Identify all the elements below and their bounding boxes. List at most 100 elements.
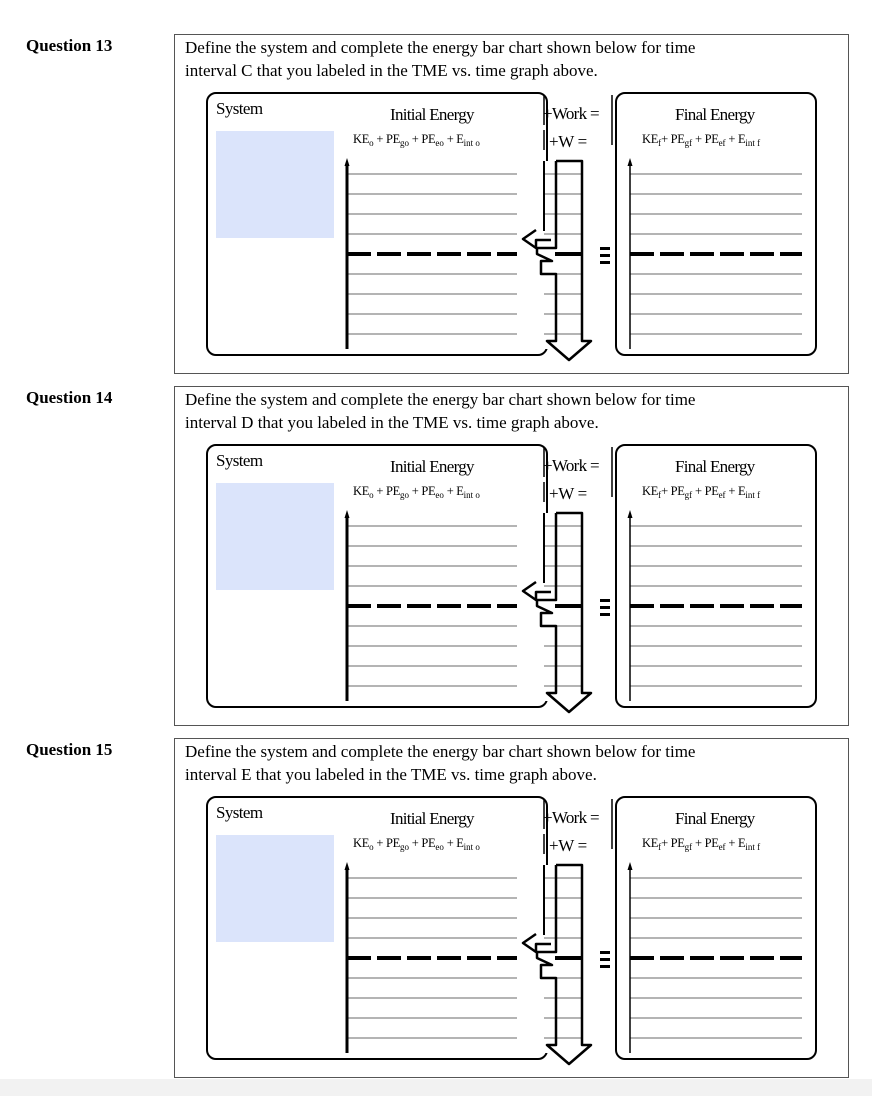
term-pe-g: PE: [385, 836, 400, 850]
equals-sign-icon: [600, 951, 610, 968]
system-input-area[interactable]: [216, 835, 334, 942]
initial-energy-formula: KEo + PEgo + PEeo + Eint o: [353, 132, 480, 148]
final-energy-formula: KEf+ PEgf + PEef + Eint f: [642, 836, 761, 852]
equals-sign-icon: [600, 599, 610, 616]
term-pe-g: PE: [670, 484, 685, 498]
term-e-int: E: [737, 132, 746, 146]
term-e-int-sub: int o: [463, 842, 480, 852]
work-title: +Work =: [543, 104, 600, 123]
page-bottom-strip: [0, 1079, 872, 1096]
term-e-int: E: [456, 132, 464, 146]
term-ke-sub: o: [369, 490, 374, 500]
axis-arrowhead: [344, 158, 350, 166]
term-pe-e-sub: eo: [435, 138, 444, 148]
term-e-int: E: [737, 484, 746, 498]
term-pe-e-sub: eo: [435, 842, 444, 852]
axis-arrowhead: [627, 510, 633, 518]
equals-sign-icon: [600, 247, 610, 264]
initial-energy-title: Initial Energy: [390, 809, 475, 828]
term-pe-g-sub: gf: [684, 842, 693, 852]
term-pe-g: PE: [385, 484, 400, 498]
term-ke: KE: [353, 484, 370, 498]
term-pe-e: PE: [704, 484, 719, 498]
prompt-line: Define the system and complete the energ…: [185, 38, 696, 57]
term-pe-g-sub: go: [399, 138, 409, 148]
axis-arrowhead: [627, 862, 633, 870]
question-prompt: Define the system and complete the energ…: [185, 389, 835, 434]
system-label: System: [216, 99, 263, 118]
axis-arrowhead: [344, 862, 350, 870]
term-ke-sub: f: [658, 490, 662, 500]
term-pe-e: PE: [421, 132, 436, 146]
energy-bar-chart: System Initial Energy +Work = Final Ener…: [175, 739, 850, 1079]
term-pe-g: PE: [670, 132, 685, 146]
initial-energy-formula: KEo + PEgo + PEeo + Eint o: [353, 836, 480, 852]
initial-energy-title: Initial Energy: [390, 105, 475, 124]
work-separator: [543, 799, 613, 854]
initial-energy-title: Initial Energy: [390, 457, 475, 476]
work-arrow: [521, 863, 593, 1066]
initial-grid: [344, 158, 517, 349]
term-pe-g-sub: go: [399, 490, 409, 500]
work-formula: +W =: [549, 132, 587, 151]
term-e-int: E: [456, 484, 464, 498]
term-e-int-sub: int f: [745, 138, 761, 148]
axis-arrowhead: [344, 510, 350, 518]
term-ke: KE: [642, 132, 659, 146]
energy-bar-chart: System Initial Energy +Work = Final Ener…: [175, 387, 850, 727]
work-arrow: [521, 159, 593, 362]
term-pe-g: PE: [670, 836, 685, 850]
work-formula: +W =: [549, 484, 587, 503]
question-box: Define the system and complete the energ…: [174, 34, 849, 374]
term-pe-e-sub: ef: [718, 490, 726, 500]
final-energy-formula: KEf+ PEgf + PEef + Eint f: [642, 484, 761, 500]
term-pe-g: PE: [385, 132, 400, 146]
work-column: [521, 447, 613, 714]
work-column: [521, 799, 613, 1066]
final-grid: [627, 862, 802, 1053]
term-pe-e-sub: ef: [718, 138, 726, 148]
term-pe-e: PE: [704, 132, 719, 146]
energy-bar-chart: System Initial Energy +Work = Final Ener…: [175, 35, 850, 375]
final-grid: [627, 158, 802, 349]
final-energy-title: Final Energy: [675, 809, 755, 828]
question-15: Question 15 Define the system and comple…: [0, 738, 872, 1080]
energy-bar-chart-graphics: [206, 92, 817, 362]
term-ke-sub: f: [658, 138, 662, 148]
term-ke-sub: o: [369, 138, 374, 148]
term-e-int: E: [456, 836, 464, 850]
system-label: System: [216, 803, 263, 822]
question-box: Define the system and complete the energ…: [174, 386, 849, 726]
final-energy-title: Final Energy: [675, 105, 755, 124]
system-input-area[interactable]: [216, 131, 334, 238]
prompt-line: interval E that you labeled in the TME v…: [185, 764, 597, 784]
question-label: Question 14: [26, 388, 113, 407]
axis-arrowhead: [627, 158, 633, 166]
prompt-line: interval D that you labeled in the TME v…: [185, 412, 599, 432]
term-ke: KE: [642, 484, 659, 498]
term-e-int-sub: int o: [463, 138, 480, 148]
work-title: +Work =: [543, 808, 600, 827]
term-e-int: E: [737, 836, 746, 850]
question-13: Question 13 Define the system and comple…: [0, 34, 872, 376]
system-input-area[interactable]: [216, 483, 334, 590]
term-pe-e-sub: ef: [718, 842, 726, 852]
term-pe-g-sub: go: [399, 842, 409, 852]
prompt-line: Define the system and complete the energ…: [185, 390, 696, 409]
term-ke: KE: [642, 836, 659, 850]
work-title: +Work =: [543, 456, 600, 475]
initial-grid: [344, 510, 517, 701]
question-prompt: Define the system and complete the energ…: [185, 37, 835, 82]
final-energy-title: Final Energy: [675, 457, 755, 476]
term-pe-e: PE: [421, 836, 436, 850]
final-panel: [615, 796, 817, 1060]
work-formula: +W =: [549, 836, 587, 855]
final-grid: [627, 510, 802, 701]
final-panel: [615, 92, 817, 356]
work-separator: [543, 95, 613, 150]
work-separator: [543, 447, 613, 502]
term-pe-e: PE: [421, 484, 436, 498]
work-arrow: [521, 511, 593, 714]
initial-energy-formula: KEo + PEgo + PEeo + Eint o: [353, 484, 480, 500]
term-e-int-sub: int o: [463, 490, 480, 500]
